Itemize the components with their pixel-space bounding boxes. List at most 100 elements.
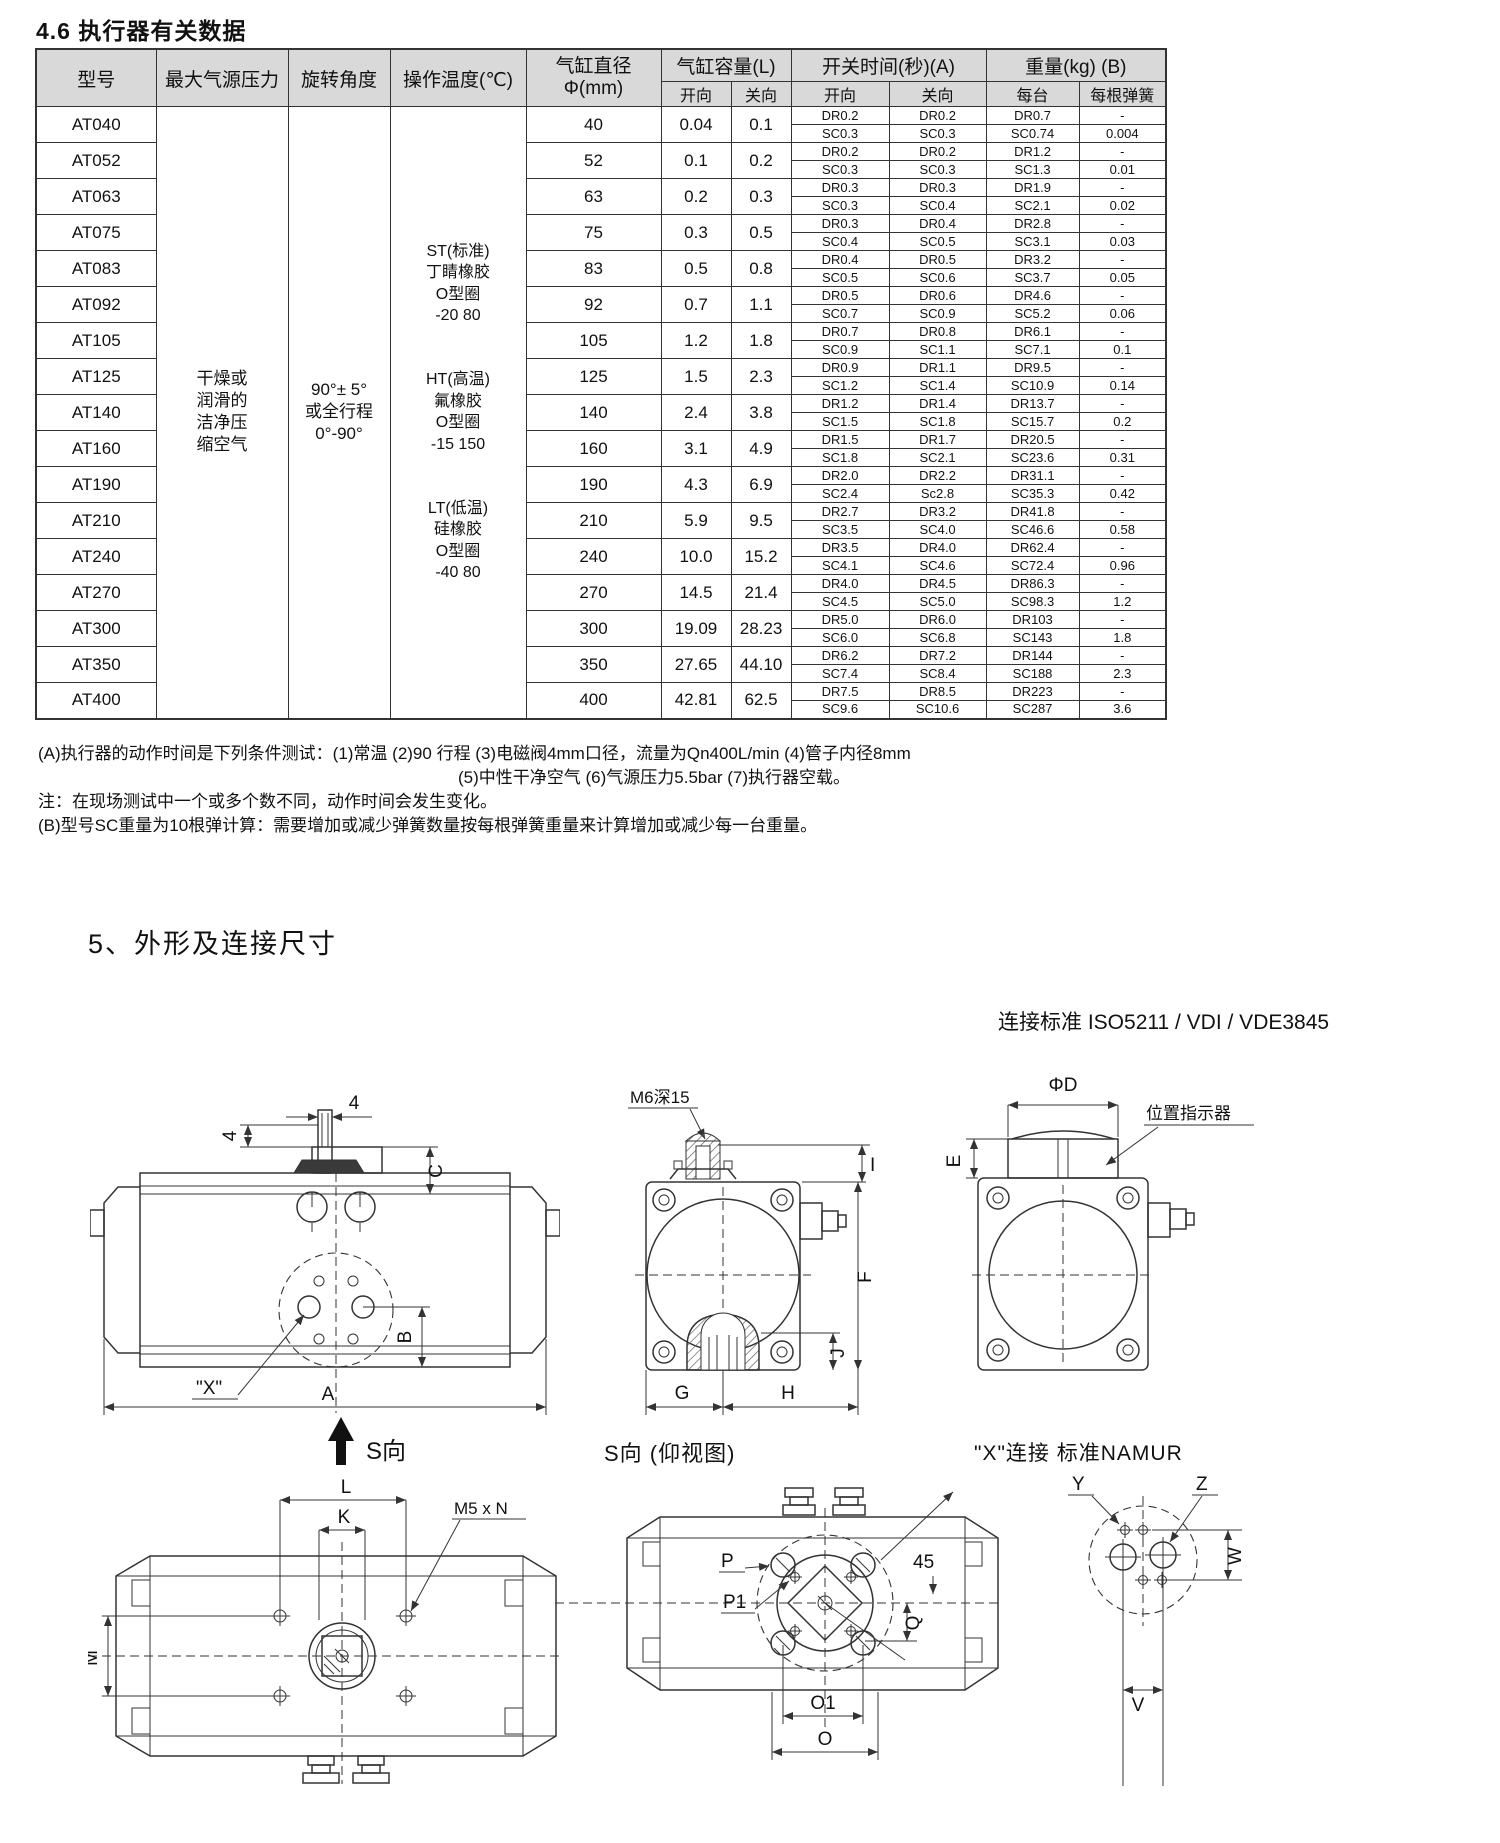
- capacity-close-cell: 6.9: [730, 466, 792, 503]
- capacity-open-cell: 0.1: [660, 142, 732, 179]
- capacity-open-cell: 0.3: [660, 214, 732, 251]
- model-cell: AT140: [35, 394, 157, 431]
- sc-value-cell: SC0.3: [790, 196, 890, 215]
- section-5-title: 5、外形及连接尺寸: [88, 929, 338, 959]
- sc-value-cell: 0.14: [1078, 376, 1167, 395]
- bore-cell: 83: [525, 250, 662, 287]
- dr-value-cell: -: [1078, 358, 1167, 377]
- dim-label-e: E: [944, 1155, 965, 1168]
- bore-cell: 190: [525, 466, 662, 503]
- capacity-close-cell: 2.3: [730, 358, 792, 395]
- s-view-arrow-icon: [328, 1417, 354, 1441]
- bore-cell: 63: [525, 178, 662, 215]
- actuator-data-table: 型号 最大气源压力 旋转角度 操作温度(℃) 气缸直径 Φ(mm) 气缸容量(L…: [35, 48, 1168, 720]
- sc-value-cell: 0.96: [1078, 556, 1167, 575]
- dr-value-cell: DR6.1: [985, 322, 1080, 341]
- capacity-close-cell: 4.9: [730, 430, 792, 467]
- dr-value-cell: -: [1078, 682, 1167, 701]
- sc-value-cell: 0.03: [1078, 232, 1167, 251]
- bore-cell: 350: [525, 646, 662, 683]
- angle-cell: 90°± 5° 或全行程 0°-90°: [287, 106, 391, 719]
- dim-label-a: A: [322, 1384, 335, 1405]
- bore-cell: 105: [525, 322, 662, 359]
- dr-value-cell: DR6.2: [790, 646, 890, 665]
- sc-value-cell: SC0.4: [790, 232, 890, 251]
- dr-value-cell: DR0.2: [790, 142, 890, 161]
- sc-value-cell: SC0.9: [888, 304, 987, 323]
- sc-value-cell: SC287: [985, 700, 1080, 719]
- capacity-open-cell: 1.5: [660, 358, 732, 395]
- dr-value-cell: DR0.6: [888, 286, 987, 305]
- model-cell: AT190: [35, 466, 157, 503]
- bore-cell: 270: [525, 574, 662, 611]
- sc-value-cell: SC0.3: [888, 124, 987, 143]
- model-cell: AT210: [35, 502, 157, 539]
- col-header-bore: 气缸直径 Φ(mm): [525, 48, 662, 107]
- capacity-open-cell: 27.65: [660, 646, 732, 683]
- capacity-close-cell: 0.3: [730, 178, 792, 215]
- sc-value-cell: SC0.3: [790, 124, 890, 143]
- caption-s-view-bottom: S向 (仰视图): [604, 1441, 736, 1466]
- dr-value-cell: DR0.3: [888, 178, 987, 197]
- hole-y-label: Y: [1072, 1474, 1085, 1495]
- sc-value-cell: SC143: [985, 628, 1080, 647]
- sc-value-cell: SC8.4: [888, 664, 987, 683]
- model-cell: AT075: [35, 214, 157, 251]
- capacity-open-cell: 0.2: [660, 178, 732, 215]
- bore-cell: 160: [525, 430, 662, 467]
- sc-value-cell: SC3.5: [790, 520, 890, 539]
- note-line-a1: (A)执行器的动作时间是下列条件测试：(1)常温 (2)90 行程 (3)电磁阀…: [38, 744, 911, 763]
- dr-value-cell: DR2.0: [790, 466, 890, 485]
- dr-value-cell: DR7.5: [790, 682, 890, 701]
- diagram-front-view: 4 4 C B "X" A S向: [90, 1093, 560, 1465]
- dim-label-o: O: [818, 1729, 833, 1750]
- dr-value-cell: DR3.2: [888, 502, 987, 521]
- dr-value-cell: DR31.1: [985, 466, 1080, 485]
- dr-value-cell: DR3.5: [790, 538, 890, 557]
- dr-value-cell: DR1.7: [888, 430, 987, 449]
- port-p1-label: P1: [723, 1592, 746, 1613]
- dr-value-cell: DR4.0: [888, 538, 987, 557]
- sc-value-cell: 0.01: [1078, 160, 1167, 179]
- dr-value-cell: DR103: [985, 610, 1080, 629]
- sc-value-cell: SC0.3: [790, 160, 890, 179]
- subheader-time-close: 关向: [888, 81, 987, 107]
- dim-label-shaft-height: 4: [220, 1130, 241, 1141]
- diagram-namur-connection: Y Z W V: [1068, 1474, 1246, 1786]
- dr-value-cell: -: [1078, 286, 1167, 305]
- sc-value-cell: SC23.6: [985, 448, 1080, 467]
- sc-value-cell: SC1.8: [790, 448, 890, 467]
- position-indicator-label: 位置指示器: [1146, 1104, 1231, 1123]
- capacity-open-cell: 3.1: [660, 430, 732, 467]
- capacity-close-cell: 28.23: [730, 610, 792, 647]
- sc-value-cell: 0.2: [1078, 412, 1167, 431]
- dr-value-cell: DR1.9: [985, 178, 1080, 197]
- sc-value-cell: SC46.6: [985, 520, 1080, 539]
- sc-value-cell: 3.6: [1078, 700, 1167, 719]
- dr-value-cell: DR9.5: [985, 358, 1080, 377]
- dr-value-cell: DR3.2: [985, 250, 1080, 269]
- dr-value-cell: DR0.7: [985, 106, 1080, 125]
- capacity-close-cell: 21.4: [730, 574, 792, 611]
- subheader-weight-per-spring: 每根弹簧: [1078, 81, 1167, 107]
- dr-value-cell: DR7.2: [888, 646, 987, 665]
- dr-value-cell: DR0.7: [790, 322, 890, 341]
- sc-value-cell: SC98.3: [985, 592, 1080, 611]
- capacity-close-cell: 62.5: [730, 682, 792, 719]
- dr-value-cell: DR20.5: [985, 430, 1080, 449]
- subheader-weight-per-unit: 每台: [985, 81, 1080, 107]
- dr-value-cell: -: [1078, 322, 1167, 341]
- dr-value-cell: DR13.7: [985, 394, 1080, 413]
- sc-value-cell: 0.42: [1078, 484, 1167, 503]
